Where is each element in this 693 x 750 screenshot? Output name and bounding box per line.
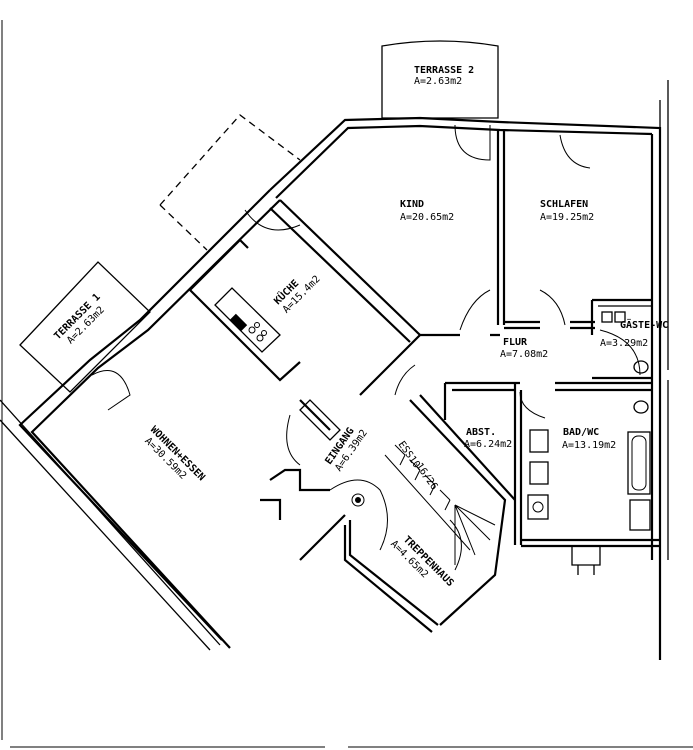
room-label-eingang: EINGANG A=6.39m2 — [323, 426, 369, 474]
interior-walls — [189, 130, 660, 633]
room-area: A=20.65m2 — [400, 212, 454, 223]
room-label-schlafen: SCHLAFEN A=19.25m2 — [540, 199, 594, 223]
room-label-treppenhaus: TREPPENHAUS A=4.65m2 — [388, 534, 455, 589]
staircase — [384, 444, 496, 571]
room-area: A=7.08m2 — [500, 349, 548, 360]
room-label-terrasse2: TERRASSE 2 A=2.63m2 — [414, 65, 474, 87]
room-area: A=6.24m2 — [464, 439, 512, 450]
room-area: A=3.29m2 — [600, 338, 648, 349]
terrasse-2 — [381, 40, 499, 119]
room-label-abst: ABST. A=6.24m2 — [464, 427, 512, 450]
room-area: A=13.19m2 — [562, 440, 616, 451]
room-name: FLUR — [503, 337, 528, 348]
door-swings — [91, 124, 641, 551]
outer-walls — [0, 80, 669, 660]
room-name: SCHLAFEN — [540, 199, 588, 210]
room-label-kind: KIND A=20.65m2 — [400, 199, 454, 223]
room-name: TERRASSE 2 — [414, 65, 474, 76]
stair-note: ESS10 16/26 — [396, 439, 440, 492]
room-label-flur: FLUR A=7.08m2 — [500, 337, 548, 360]
room-label-gaeste-wc: GÄSTE-WC A=3.29m2 — [600, 317, 668, 349]
room-label-bad-wc: BAD/WC A=13.19m2 — [562, 427, 616, 451]
room-label-kueche: KÜCHE A=15.4m2 — [270, 274, 322, 316]
sanitary-fixtures — [527, 311, 651, 531]
room-label-wohnen-essen: WOHNEN+ESSEN A=30.59m2 — [142, 424, 207, 483]
dashed-projection-outline — [159, 114, 301, 251]
terrasse-1 — [19, 261, 151, 393]
room-name: ABST. — [466, 427, 496, 438]
room-name: BAD/WC — [563, 427, 599, 438]
room-area: A=19.25m2 — [540, 212, 594, 223]
room-name: KIND — [400, 199, 424, 210]
room-name: GÄSTE-WC — [620, 317, 668, 331]
room-area: A=2.63m2 — [414, 76, 462, 87]
